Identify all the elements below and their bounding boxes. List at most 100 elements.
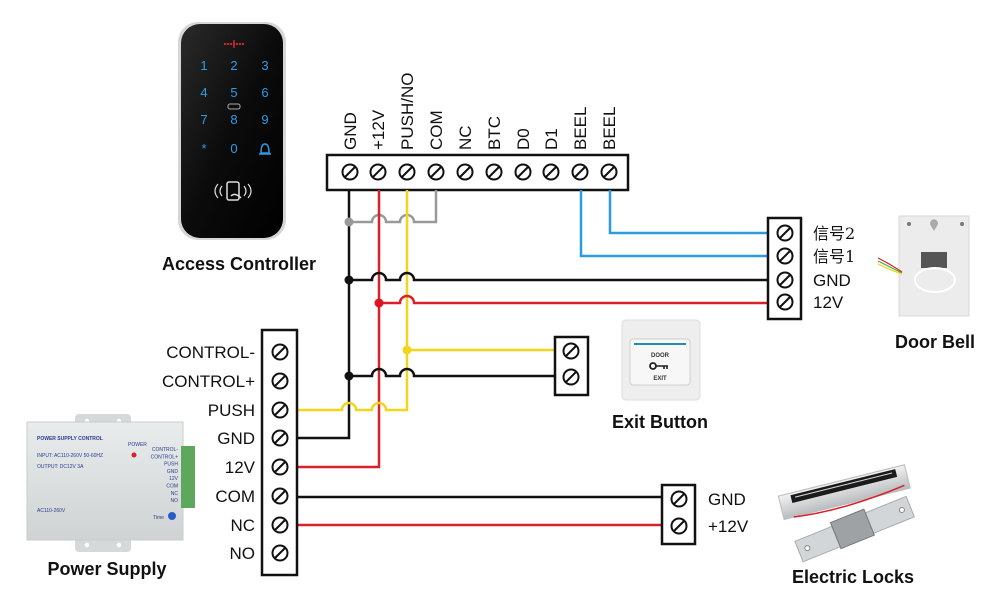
terminal-label: GND [217,429,255,448]
keypad-key: 0 [230,141,237,156]
terminal-label: 12V [225,458,256,477]
wire-12v-main [297,190,381,469]
ps-label-title: POWER SUPPLY CONTROL [37,436,103,442]
magnetic-lock [777,464,911,521]
ps-label-ac: AC110-260V [37,508,66,514]
terminal-label: +12V [369,109,388,150]
door-bell-device [877,215,970,317]
junction-dot [344,275,354,285]
wire-push-main [297,190,409,412]
access-controller-terminal-block: GND +12V PUSH/NO COM NC BTC D0 D1 BEEL BEEL [325,73,630,192]
ps-mini-label: GND [167,469,179,475]
terminal-label: NC [230,516,255,535]
ps-label-power: POWER [128,442,147,448]
junction-dot [402,345,412,355]
status-led-bar [224,40,244,48]
keypad-key: 7 [200,112,207,127]
exit-button-device: DOOR EXIT [621,319,701,401]
door-bell-label [921,252,947,268]
terminal-block-frame [260,328,299,577]
power-led [131,452,137,458]
terminal-label: 信号1 [813,247,855,266]
terminal-label: PUSH/NO [398,73,417,150]
terminal-label: D0 [514,128,533,150]
access-controller-caption: Access Controller [162,254,316,274]
terminal-label: 12V [813,293,844,312]
terminal-label: CONTROL+ [162,372,255,391]
keypad-key: 6 [261,85,268,100]
ps-mini-label: NO [171,498,179,504]
terminal-block-frame [660,483,697,546]
keypad-key: 2 [230,58,237,73]
wire-12v-doorbell [379,294,768,305]
exit-face-text-exit: EXIT [653,376,667,382]
keypad-key: 9 [261,112,268,127]
keypad-indicator [227,103,241,110]
terminal-block-frame [553,335,590,397]
keypad-key: 4 [200,85,207,100]
ps-mini-label: NC [171,491,179,497]
terminal-label: CONTROL- [166,343,255,362]
wire-beel-signal2 [608,190,768,235]
electric-locks-caption: Electric Locks [792,567,914,587]
keypad: 1 2 3 4 5 6 7 8 9 * 0 [200,58,271,156]
power-supply-body [26,421,184,541]
ps-label-time: Time [153,515,164,521]
key-icon [649,362,668,370]
terminal-label: BEEL [571,107,590,150]
terminal-label: 信号2 [813,224,855,243]
terminal-label: NO [230,544,256,563]
terminal-label: BEEL [600,107,619,150]
wire-gnd-main [297,190,351,440]
ps-mini-label: CONTROL+ [151,454,178,460]
bell-icon [259,143,271,155]
wire-beel-signal1 [579,190,768,258]
terminal-block-frame [325,153,630,192]
power-supply-caption: Power Supply [47,559,166,579]
access-controller-device: 1 2 3 4 5 6 7 8 9 * 0 [178,22,286,240]
keypad-key: 5 [230,85,237,100]
terminal-label: PUSH [208,401,255,420]
wire-gnd-exit [349,367,555,378]
strike-lock [794,495,916,563]
exit-button-face [629,338,691,386]
electric-locks-device [777,464,916,563]
keypad-key: 1 [200,58,207,73]
exit-face-text-door: DOOR [651,353,670,359]
door-bell-caption: Door Bell [895,332,975,352]
ps-mini-label: 12V [169,476,179,482]
time-knob [168,512,176,520]
terminal-label: COM [427,110,446,150]
terminal-label: +12V [708,517,749,536]
junction-dot [344,371,354,381]
ps-mini-label: PUSH [164,462,178,468]
terminal-label: D1 [542,128,561,150]
keypad-key: * [201,141,206,156]
electric-locks-terminal-block: GND +12V [660,483,749,546]
card-reader-icon [214,181,252,201]
terminal-label: GND [341,112,360,150]
exit-button-caption: Exit Button [612,412,708,432]
terminal-label: GND [813,271,851,290]
junction-dot [374,298,384,308]
wire-gnd-doorbell [349,271,768,282]
ps-terminal-strip [181,446,195,508]
keypad-key: 8 [230,112,237,127]
terminal-label: COM [215,487,255,506]
ps-label-output: OUTPUT: DC12V 3A [37,464,84,470]
wires [297,190,768,527]
exit-button-terminal-block [553,335,590,397]
keypad-key: 3 [261,58,268,73]
ps-label-input: INPUT: AC110-260V 50-60HZ [37,453,103,459]
keypad-body [181,24,283,238]
power-supply-device: POWER SUPPLY CONTROL INPUT: AC110-260V 5… [26,414,195,552]
junction-dot [344,217,354,227]
terminal-label: NC [456,125,475,150]
terminal-label: BTC [485,116,504,150]
terminal-label: GND [708,490,746,509]
ps-mini-label: CONTROL- [152,447,178,453]
ps-mini-label: COM [166,484,178,490]
